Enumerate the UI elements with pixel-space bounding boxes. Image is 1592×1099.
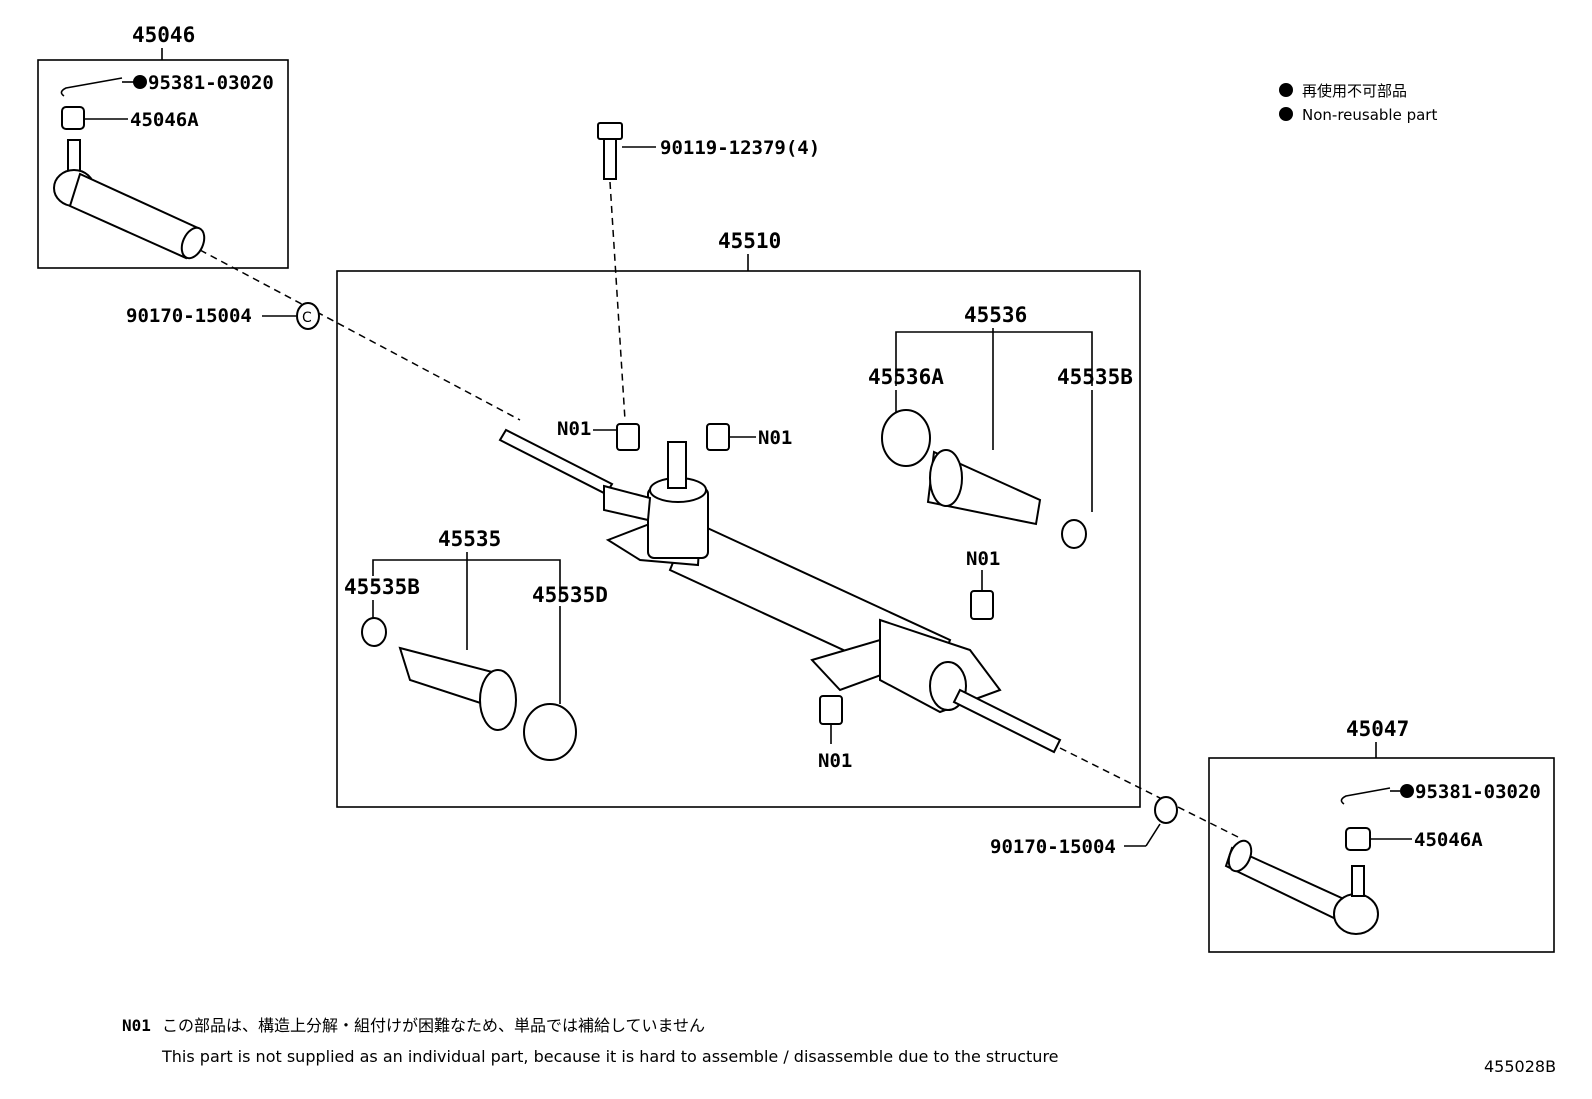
tie-rod-ball-rh <box>1333 893 1379 935</box>
boot-kit-lh-group: 45535 45535B 45535D <box>344 527 608 761</box>
label-95381-rh[interactable]: 95381-03020 <box>1415 781 1541 803</box>
bushing-n01-d[interactable] <box>819 695 843 725</box>
label-45536a[interactable]: 45536A <box>868 365 944 389</box>
steering-rack[interactable] <box>498 428 1062 754</box>
label-90170-upper[interactable]: 90170-15004 <box>126 305 252 327</box>
nut-rh[interactable] <box>1345 827 1371 851</box>
label-n01-a[interactable]: N01 <box>557 418 591 440</box>
assembly-line-rh <box>1059 747 1241 839</box>
diagram-id: 455028B <box>1484 1057 1556 1076</box>
boot-kit-rh-group: 45536 45536A 45535B <box>868 303 1133 549</box>
clip-lower-group: 90170-15004 <box>990 796 1178 858</box>
clamp-45535b-rh[interactable] <box>1061 519 1087 549</box>
clamp-45535b-lh[interactable] <box>361 617 387 647</box>
note-jp: この部品は、構造上分解・組付けが困難なため、単品では補給していません <box>162 1016 705 1035</box>
tie-rod-end-lh-group: 45046 95381-03020 45046A <box>37 23 289 269</box>
bushing-n01-b[interactable] <box>706 423 730 451</box>
bushing-group: N01 N01 N01 N01 <box>557 418 1000 772</box>
label-45535b-rh[interactable]: 45535B <box>1057 365 1133 389</box>
bolt-assembly-line <box>609 181 626 421</box>
legend: 再使用不可部品 Non-reusable part <box>1279 82 1437 124</box>
svg-text:C: C <box>302 310 312 326</box>
clamp-45535d[interactable] <box>523 703 577 761</box>
label-95381-lh[interactable]: 95381-03020 <box>148 72 274 94</box>
non-reusable-mark-icon <box>1400 784 1414 798</box>
bolt-head <box>597 122 623 140</box>
label-45536[interactable]: 45536 <box>964 303 1027 327</box>
label-45535d[interactable]: 45535D <box>532 583 608 607</box>
bolt-group: 90119-12379(4) <box>597 122 820 421</box>
tie-rod-end-rh-group: 45047 95381-03020 45046A <box>1208 717 1555 953</box>
label-45046a-rh[interactable]: 45046A <box>1414 829 1483 851</box>
cotter-pin-rh[interactable] <box>1340 787 1391 805</box>
tie-rod-body-lh[interactable] <box>68 172 200 260</box>
note-en: This part is not supplied as an individu… <box>161 1047 1059 1066</box>
nut-lh[interactable] <box>61 106 85 130</box>
legend-dot-icon <box>1279 83 1293 97</box>
label-45535[interactable]: 45535 <box>438 527 501 551</box>
label-90170-lower[interactable]: 90170-15004 <box>990 836 1116 858</box>
tie-rod-end-rh-box <box>1208 757 1555 953</box>
label-n01-b[interactable]: N01 <box>758 427 792 449</box>
gear-assy-box <box>336 270 1141 808</box>
assembly-line-lh <box>199 249 521 421</box>
label-45510[interactable]: 45510 <box>718 229 781 253</box>
legend-jp: 再使用不可部品 <box>1302 82 1407 100</box>
clip-upper-group: 90170-15004 C <box>126 302 320 330</box>
legend-dot-icon <box>1279 107 1293 121</box>
tie-rod-lh[interactable] <box>498 428 614 496</box>
label-45046[interactable]: 45046 <box>132 23 195 47</box>
clip-upper[interactable] <box>296 302 320 330</box>
cotter-pin-lh[interactable] <box>60 77 123 97</box>
bolt-shank[interactable] <box>603 138 617 180</box>
label-n01-d[interactable]: N01 <box>818 750 852 772</box>
tie-rod-rh[interactable] <box>952 688 1062 754</box>
clamp-45536a[interactable] <box>881 409 931 467</box>
label-45046a-lh[interactable]: 45046A <box>130 109 199 131</box>
tie-rod-stud-rh <box>1351 865 1365 897</box>
tie-rod-stud-lh <box>67 139 81 173</box>
label-n01-c[interactable]: N01 <box>966 548 1000 570</box>
label-90119[interactable]: 90119-12379(4) <box>660 137 820 159</box>
label-45535b-lh[interactable]: 45535B <box>344 575 420 599</box>
label-45047[interactable]: 45047 <box>1346 717 1409 741</box>
pinion-shaft <box>667 441 687 489</box>
bushing-n01-a[interactable] <box>616 423 640 451</box>
footnote: N01 この部品は、構造上分解・組付けが困難なため、単品では補給していません T… <box>122 1016 1059 1066</box>
tie-rod-end-lh-box <box>37 59 289 269</box>
clip-lower[interactable] <box>1154 796 1178 824</box>
legend-en: Non-reusable part <box>1302 106 1437 124</box>
bushing-n01-c[interactable] <box>970 590 994 620</box>
non-reusable-mark-icon <box>133 75 147 89</box>
note-code: N01 <box>122 1016 151 1035</box>
